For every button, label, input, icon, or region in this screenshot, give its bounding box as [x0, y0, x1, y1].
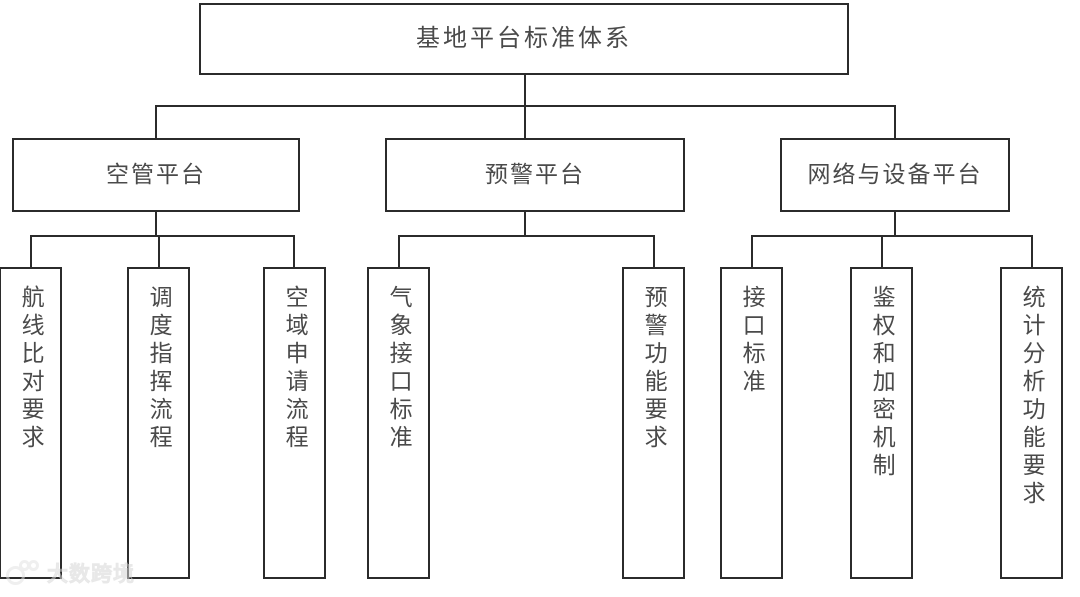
connector-bus-group-2 — [398, 235, 655, 237]
connector-drop-leaf-6 — [751, 235, 753, 268]
node-standard-warning-function[interactable]: 预警功能要求 — [622, 267, 685, 579]
node-platform-network-device[interactable]: 网络与设备平台 — [780, 138, 1010, 212]
node-standard-auth-encryption[interactable]: 鉴权和加密机制 — [850, 267, 913, 579]
node-standard-weather-interface-label: 气象接口标准 — [386, 285, 412, 453]
connector-drop-leaf-7 — [881, 235, 883, 268]
node-standard-auth-encryption-label: 鉴权和加密机制 — [869, 285, 895, 481]
node-standard-statistics-analysis-label: 统计分析功能要求 — [1019, 285, 1045, 509]
node-standard-airspace-application[interactable]: 空域申请流程 — [263, 267, 326, 579]
node-standard-airspace-application-label: 空域申请流程 — [282, 285, 308, 453]
connector-bus-group-1 — [30, 235, 295, 237]
connector-drop-leaf-8 — [1031, 235, 1033, 268]
node-standard-route-comparison[interactable]: 航线比对要求 — [0, 267, 62, 579]
connector-bus-group-3 — [751, 235, 1033, 237]
node-standard-dispatch-process[interactable]: 调度指挥流程 — [127, 267, 190, 579]
connector-stem-group-1 — [155, 212, 157, 235]
node-root[interactable]: 基地平台标准体系 — [199, 3, 849, 75]
node-platform-air-traffic[interactable]: 空管平台 — [12, 138, 300, 212]
node-standard-warning-function-label: 预警功能要求 — [641, 285, 667, 453]
node-platform-network-device-label: 网络与设备平台 — [807, 162, 983, 188]
node-standard-interface[interactable]: 接口标准 — [720, 267, 783, 579]
node-standard-route-comparison-label: 航线比对要求 — [18, 285, 44, 453]
node-platform-warning-label: 预警平台 — [485, 162, 585, 188]
connector-drop-leaf-5 — [653, 235, 655, 268]
node-platform-warning[interactable]: 预警平台 — [385, 138, 685, 212]
node-platform-air-traffic-label: 空管平台 — [106, 162, 206, 188]
node-standard-interface-label: 接口标准 — [739, 285, 765, 397]
connector-stem-group-2 — [524, 212, 526, 235]
node-root-label: 基地平台标准体系 — [416, 25, 632, 52]
node-standard-weather-interface[interactable]: 气象接口标准 — [367, 267, 430, 579]
connector-drop-leaf-4 — [398, 235, 400, 268]
connector-stem-group-3 — [894, 212, 896, 235]
connector-drop-leaf-2 — [158, 235, 160, 268]
connector-drop-platform-2 — [524, 105, 526, 138]
connector-drop-leaf-1 — [30, 235, 32, 268]
connector-drop-platform-3 — [894, 105, 896, 138]
node-standard-statistics-analysis[interactable]: 统计分析功能要求 — [1000, 267, 1063, 579]
connector-drop-leaf-3 — [293, 235, 295, 268]
connector-drop-platform-1 — [155, 105, 157, 138]
connector-root-stem — [524, 75, 526, 106]
node-standard-dispatch-process-label: 调度指挥流程 — [146, 285, 172, 453]
